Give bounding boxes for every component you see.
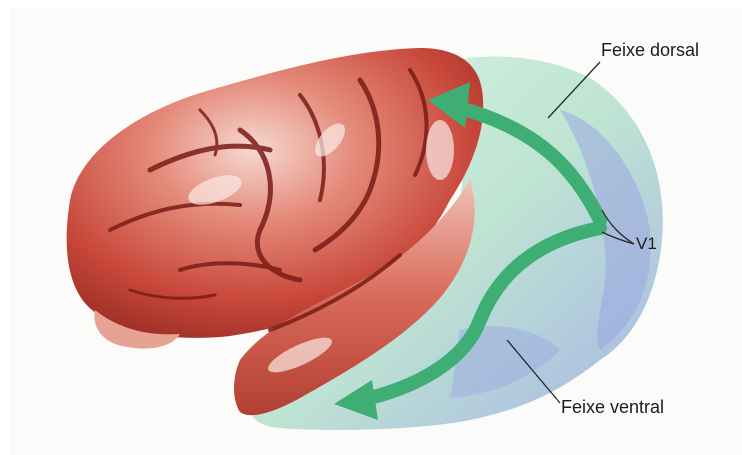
dorsal-stream-label: Feixe dorsal [601,40,699,61]
v1-label: V1 [636,234,657,254]
ventral-stream-label: Feixe ventral [561,397,664,418]
